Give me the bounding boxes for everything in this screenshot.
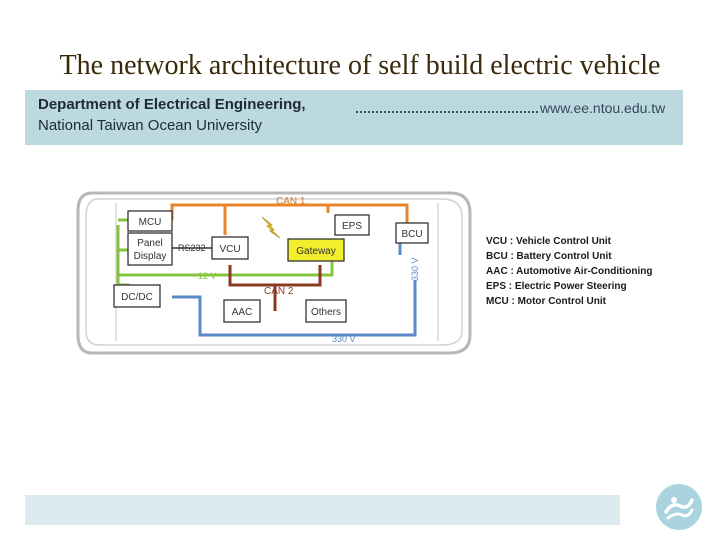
line-can2 bbox=[228, 265, 322, 311]
aac-box bbox=[223, 299, 261, 323]
vcu-box bbox=[211, 236, 249, 260]
vehicle-network-diagram: MCU Panel Display VCU Gateway EPS BCU DC… bbox=[76, 191, 652, 355]
mcu-box bbox=[127, 210, 173, 232]
bcu-label: BCU bbox=[401, 229, 422, 240]
legend-mcu: MCU : Motor Control Unit bbox=[486, 296, 607, 307]
legend-bcu: BCU : Battery Control Unit bbox=[486, 251, 612, 262]
dcdc-box bbox=[113, 284, 161, 308]
panel-label-line2: Display bbox=[134, 251, 167, 262]
others-box bbox=[305, 299, 347, 323]
can1-label: CAN 1 bbox=[276, 196, 306, 207]
rs232-label: RS232 bbox=[178, 243, 206, 253]
panel-label-line1: Panel bbox=[137, 238, 163, 249]
vehicle-inner-outline bbox=[85, 198, 463, 346]
vehicle-outline bbox=[76, 191, 472, 355]
wave-logo-icon bbox=[656, 484, 702, 530]
department-name: Department of Electrical Engineering, bbox=[38, 96, 306, 113]
gateway-label: Gateway bbox=[296, 246, 335, 257]
dcdc-label: DC/DC bbox=[121, 292, 153, 303]
eps-label: EPS bbox=[342, 221, 362, 232]
v12-label: 12 V bbox=[198, 271, 217, 281]
eps-box bbox=[334, 214, 370, 236]
footer-band bbox=[25, 495, 620, 525]
can2-label: CAN 2 bbox=[264, 286, 294, 297]
mcu-label: MCU bbox=[139, 217, 162, 228]
website-url: www.ee.ntou.edu.tw bbox=[540, 100, 666, 116]
legend-eps: EPS : Electric Power Steering bbox=[486, 281, 627, 292]
lightning-bolt-icon bbox=[261, 216, 281, 239]
gateway-box bbox=[287, 238, 345, 262]
v330-vertical-label: 330 V bbox=[410, 257, 420, 281]
header-band bbox=[25, 90, 683, 145]
vcu-label: VCU bbox=[219, 244, 240, 255]
others-label: Others bbox=[311, 307, 341, 318]
legend-aac: AAC : Automotive Air-Conditioning bbox=[486, 266, 652, 277]
dotted-divider bbox=[356, 111, 538, 113]
bcu-box bbox=[395, 222, 429, 244]
legend-vcu: VCU : Vehicle Control Unit bbox=[486, 236, 612, 247]
panel-display-box bbox=[127, 232, 173, 266]
slide-title: The network architecture of self build e… bbox=[59, 50, 661, 81]
university-name: National Taiwan Ocean University bbox=[38, 117, 262, 134]
v330-bottom-label: 330 V bbox=[332, 334, 356, 344]
aac-label: AAC bbox=[232, 307, 253, 318]
